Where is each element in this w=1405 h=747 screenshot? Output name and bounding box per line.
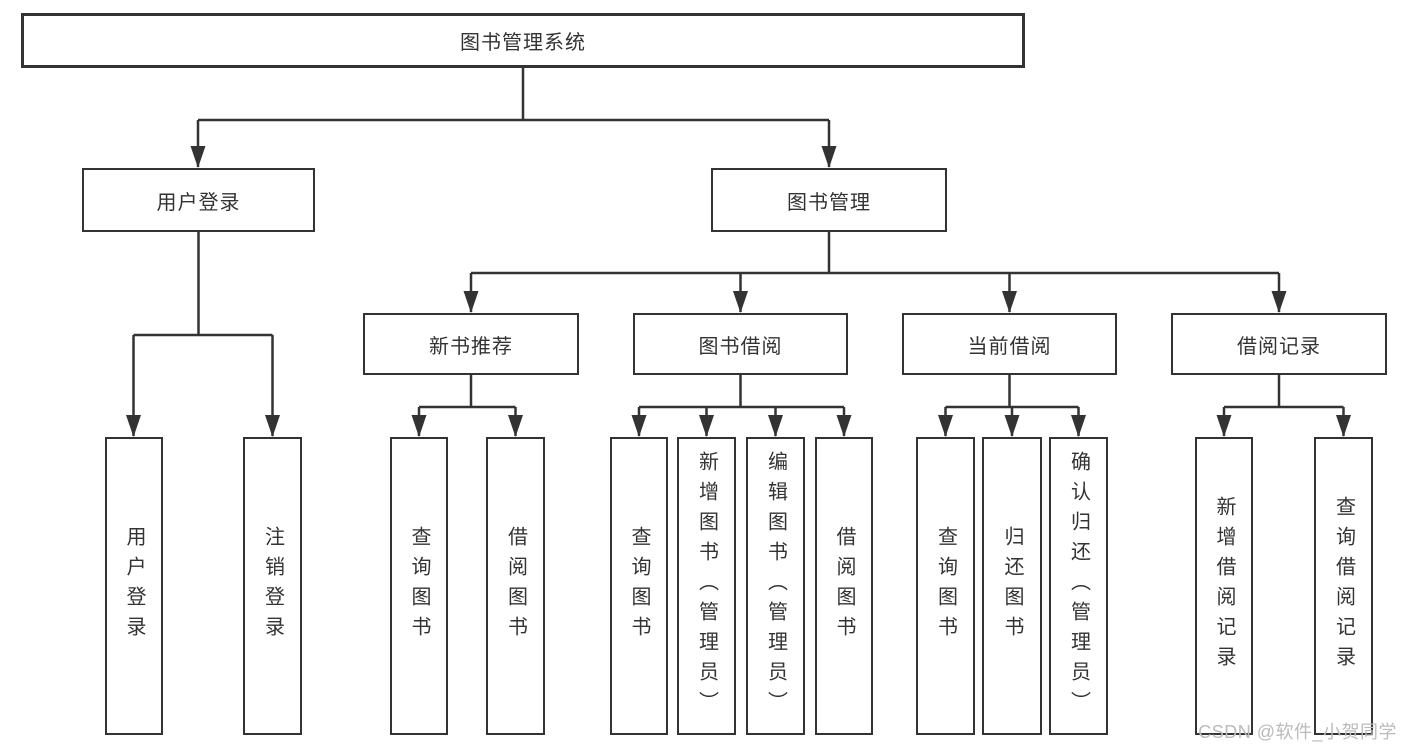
leaf-query-books-current-label: 查询图书 xyxy=(934,526,957,646)
node-current-borrowing-label: 当前借阅 xyxy=(967,335,1052,358)
leaf-add-book-admin-label: 新增图书（管理员） xyxy=(695,451,718,721)
node-book-borrowing: 图书借阅 xyxy=(633,313,848,375)
node-book-borrowing-label: 图书借阅 xyxy=(698,335,783,358)
leaf-logout: 注销登录 xyxy=(243,437,302,735)
leaf-query-borrow-record-label: 查询借阅记录 xyxy=(1332,496,1355,676)
node-user-login-label: 用户登录 xyxy=(156,191,241,214)
leaf-borrow-books-borrowing: 借阅图书 xyxy=(815,437,873,735)
leaf-add-borrow-record: 新增借阅记录 xyxy=(1195,437,1253,735)
leaf-borrow-books-borrowing-label: 借阅图书 xyxy=(833,526,855,646)
node-root-label: 图书管理系统 xyxy=(460,32,586,54)
node-borrowing-records: 借阅记录 xyxy=(1171,313,1387,375)
watermark: CSDN @软件_小贺同学 xyxy=(1198,722,1397,742)
leaf-return-book-label: 归还图书 xyxy=(1001,526,1023,646)
leaf-edit-book-admin: 编辑图书（管理员） xyxy=(746,437,805,735)
leaf-query-books-borrowing: 查询图书 xyxy=(610,437,668,735)
leaf-query-books-recommend: 查询图书 xyxy=(390,437,448,735)
leaf-add-book-admin: 新增图书（管理员） xyxy=(677,437,736,735)
node-new-book-recommend: 新书推荐 xyxy=(363,313,579,375)
leaf-add-borrow-record-label: 新增借阅记录 xyxy=(1213,496,1235,676)
leaf-user-login: 用户登录 xyxy=(105,437,163,735)
leaf-return-book: 归还图书 xyxy=(982,437,1042,735)
node-borrowing-records-label: 借阅记录 xyxy=(1237,335,1321,358)
leaf-query-borrow-record: 查询借阅记录 xyxy=(1314,437,1373,735)
leaf-query-books-recommend-label: 查询图书 xyxy=(408,526,430,646)
node-current-borrowing: 当前借阅 xyxy=(902,313,1117,375)
leaf-confirm-return-admin-label: 确认归还（管理员） xyxy=(1067,451,1090,721)
node-root: 图书管理系统 xyxy=(21,13,1025,68)
leaf-query-books-borrowing-label: 查询图书 xyxy=(628,526,650,646)
node-book-management-label: 图书管理 xyxy=(787,191,871,214)
leaf-user-login-label: 用户登录 xyxy=(123,526,145,646)
node-new-book-recommend-label: 新书推荐 xyxy=(429,335,513,358)
leaf-logout-label: 注销登录 xyxy=(261,526,284,646)
leaf-confirm-return-admin: 确认归还（管理员） xyxy=(1049,437,1108,735)
leaf-borrow-books-recommend: 借阅图书 xyxy=(486,437,545,735)
leaf-borrow-books-recommend-label: 借阅图书 xyxy=(504,526,527,646)
node-user-login: 用户登录 xyxy=(82,168,315,232)
connector-trunks xyxy=(133,68,1344,409)
leaf-edit-book-admin-label: 编辑图书（管理员） xyxy=(764,451,787,721)
node-book-management: 图书管理 xyxy=(711,168,947,232)
leaf-query-books-current: 查询图书 xyxy=(916,437,975,735)
